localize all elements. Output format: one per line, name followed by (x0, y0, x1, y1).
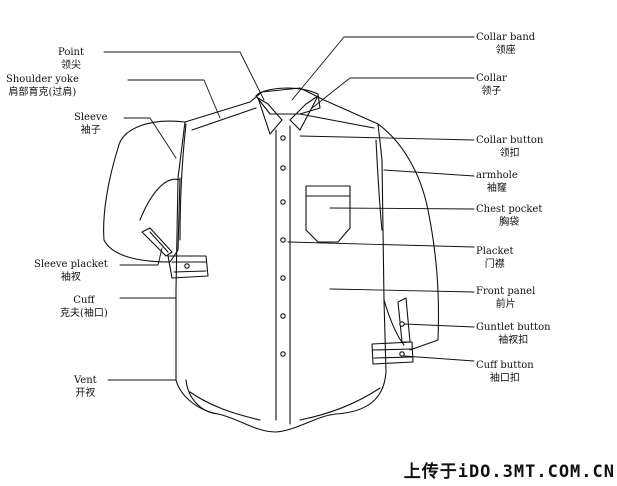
label-collar-button: Collar button 领扣 (476, 134, 543, 160)
leader-front-panel (329, 288, 475, 293)
right-shoulder-yoke-seam (299, 113, 375, 129)
label-cuff-zh: 克夫(袖口) (60, 308, 108, 319)
label-front-panel-zh: 前片 (495, 299, 516, 310)
left-sleeve-placket (141, 227, 173, 257)
leader-placket (287, 241, 475, 248)
label-point-en: Point (58, 47, 85, 58)
label-sleeve-en: Sleeve (74, 112, 108, 123)
label-cuff-button-en: Cuff button (476, 360, 534, 371)
right-armhole-seam (375, 139, 383, 231)
label-placket-zh: 门襟 (484, 259, 505, 270)
label-chest-pocket-en: Chest pocket (476, 204, 543, 215)
label-armhole-zh: 袖窿 (486, 183, 507, 194)
leader-guntlet-button (403, 323, 475, 328)
label-cuff-button: Cuff button 袖口扣 (476, 359, 534, 385)
label-collar-en: Collar (476, 73, 507, 84)
label-sleeve-placket-zh: 袖衩 (60, 272, 81, 283)
label-point-zh: 领尖 (61, 60, 81, 71)
label-guntlet-button-zh: 袖衩扣 (498, 335, 529, 346)
right-cuff (371, 341, 414, 365)
leader-armhole (383, 169, 475, 177)
left-sleeve-inner (139, 178, 181, 221)
label-chest-pocket: Chest pocket 胸袋 (476, 203, 542, 229)
label-cuff: Cuff 克夫(袖口) (60, 294, 108, 320)
collar-button-dot (280, 135, 286, 141)
label-collar-zh: 领子 (481, 86, 502, 97)
leader-cuff-button (403, 355, 475, 362)
label-sleeve: Sleeve 袖子 (74, 111, 107, 137)
label-collar-button-zh: 领扣 (499, 148, 520, 159)
collar-right-point (289, 95, 319, 131)
label-vent-zh: 开衩 (75, 388, 96, 399)
shirt-body-outline (175, 87, 387, 433)
cuff-button-dot (399, 351, 405, 357)
left-armhole-seam (179, 123, 187, 241)
label-vent: Vent 开衩 (74, 374, 97, 400)
label-front-panel: Front panel 前片 (476, 285, 535, 311)
label-sleeve-zh: 袖子 (80, 125, 101, 136)
right-sleeve-placket (397, 297, 411, 343)
label-shoulder-yoke-zh: 肩部育克(过肩) (8, 87, 77, 98)
left-sleeve (103, 120, 186, 263)
left-cuff-button-dot (184, 263, 190, 269)
label-collar-band-zh: 领座 (495, 45, 516, 56)
label-guntlet-button-en: Guntlet button (476, 322, 551, 333)
left-cuff (167, 255, 209, 279)
hem-inner (189, 387, 381, 421)
label-shoulder-yoke: Shoulder yoke 肩部育克(过肩) (6, 73, 79, 99)
label-point: Point 领尖 (58, 46, 84, 72)
leader-point (103, 51, 265, 101)
chest-pocket (305, 185, 351, 243)
label-chest-pocket-zh: 胸袋 (499, 217, 520, 228)
label-collar-band-en: Collar band (476, 32, 536, 43)
placket (275, 125, 291, 425)
left-vent (185, 379, 219, 415)
label-shoulder-yoke-en: Shoulder yoke (6, 74, 79, 85)
right-sleeve (377, 123, 440, 351)
label-placket: Placket 门襟 (476, 245, 514, 271)
collar-left-point (257, 97, 283, 135)
leader-collar (311, 77, 475, 109)
label-armhole: armhole 袖窿 (476, 169, 518, 195)
leader-sleeve-placket (119, 247, 163, 266)
leader-lines-right (287, 36, 475, 362)
label-collar-band: Collar band 领座 (476, 31, 535, 57)
label-sleeve-placket-en: Sleeve placket (34, 259, 108, 270)
label-collar-button-en: Collar button (476, 135, 544, 146)
label-cuff-en: Cuff (73, 295, 95, 306)
leader-chest-pocket (329, 207, 475, 210)
left-shoulder-yoke-seam (191, 107, 257, 131)
label-guntlet-button: Guntlet button 袖衩扣 (476, 321, 551, 347)
label-placket-en: Placket (476, 246, 514, 257)
leader-collar-band (291, 36, 475, 101)
watermark: 上传于iDO.3MT.COM.CN (403, 462, 615, 482)
label-collar: Collar 领子 (476, 72, 507, 98)
leader-shoulder-yoke (127, 79, 221, 119)
leader-lines-left (103, 51, 265, 381)
label-vent-en: Vent (74, 375, 97, 386)
label-sleeve-placket: Sleeve placket 袖衩 (34, 258, 108, 284)
label-front-panel-en: Front panel (476, 286, 536, 297)
leader-collar-button (299, 135, 475, 141)
placket-buttons (280, 135, 286, 357)
guntlet-button-dot (399, 321, 405, 327)
label-armhole-en: armhole (476, 170, 518, 181)
label-cuff-button-zh: 袖口扣 (489, 373, 520, 384)
leader-sleeve (123, 117, 177, 159)
